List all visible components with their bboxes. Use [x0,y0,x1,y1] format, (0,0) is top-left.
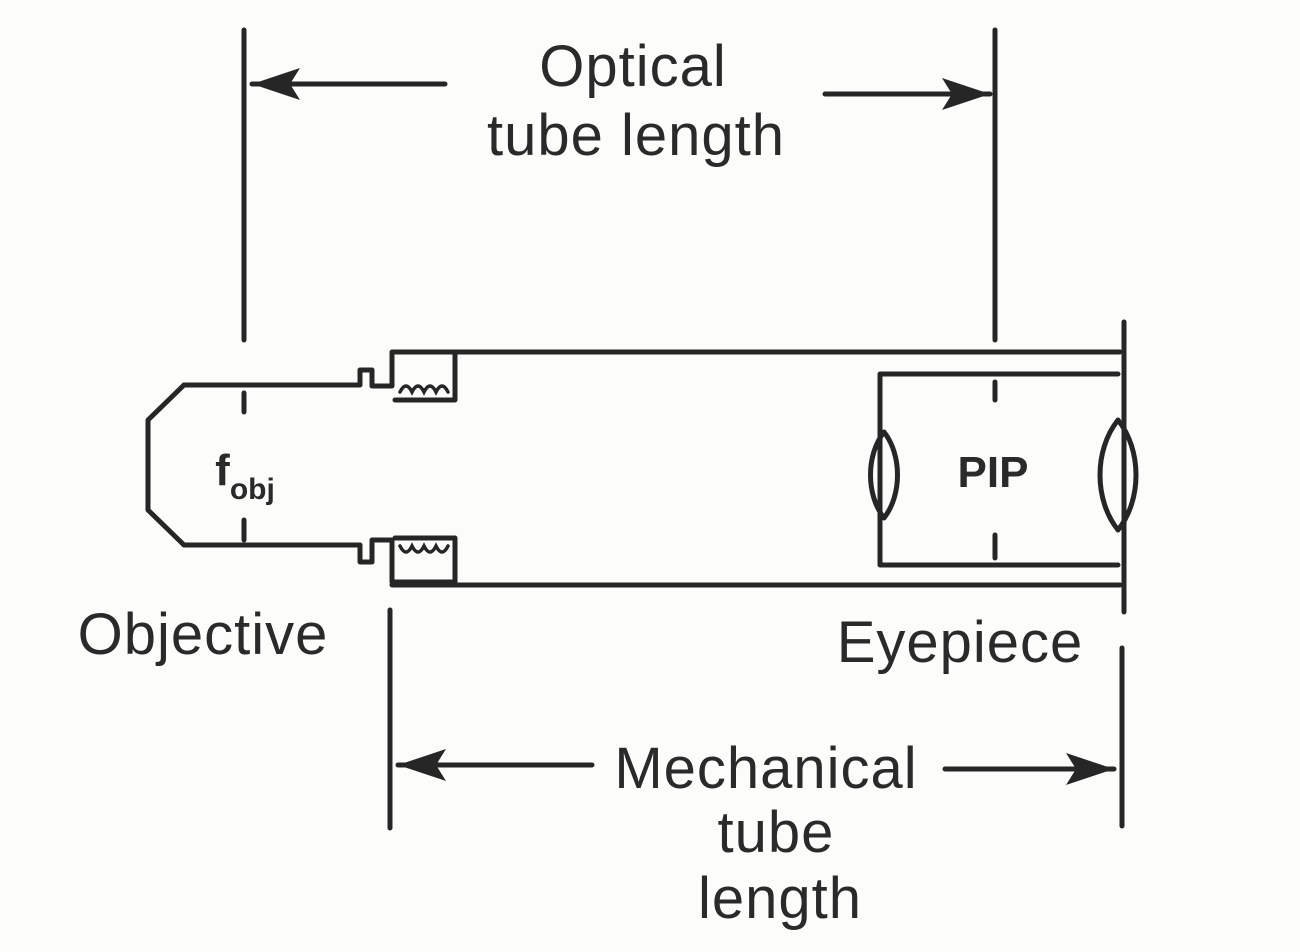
optical-length-arrow-right [822,78,993,110]
objective-upper-body [181,349,458,403]
mechanical-label-line1: Mechanical [614,736,917,801]
focal-length-symbol: fobj [215,446,275,506]
field-lens-icon [868,429,900,521]
optical-label-line1: Optical [539,34,727,99]
mechanical-length-arrow-right [942,753,1117,785]
objective-label: Objective [78,602,329,667]
objective-nose [145,382,187,548]
eyepiece-barrel [877,371,1121,568]
focal-length-f: f [215,446,230,495]
lower-thread [398,542,450,554]
focal-length-subscript: obj [230,473,275,506]
upper-thread [398,384,450,396]
optical-length-arrow-left [249,68,448,100]
mechanical-label-line3: length [698,866,862,931]
eye-lens-icon [1097,417,1139,533]
mechanical-label-line2: tube [718,800,835,865]
eyepiece-label: Eyepiece [837,610,1084,675]
optical-label-line2: tube length [487,103,785,168]
mechanical-length-arrow-left [395,749,595,781]
objective-lower-body [181,535,458,585]
pip-label: PIP [958,448,1029,497]
